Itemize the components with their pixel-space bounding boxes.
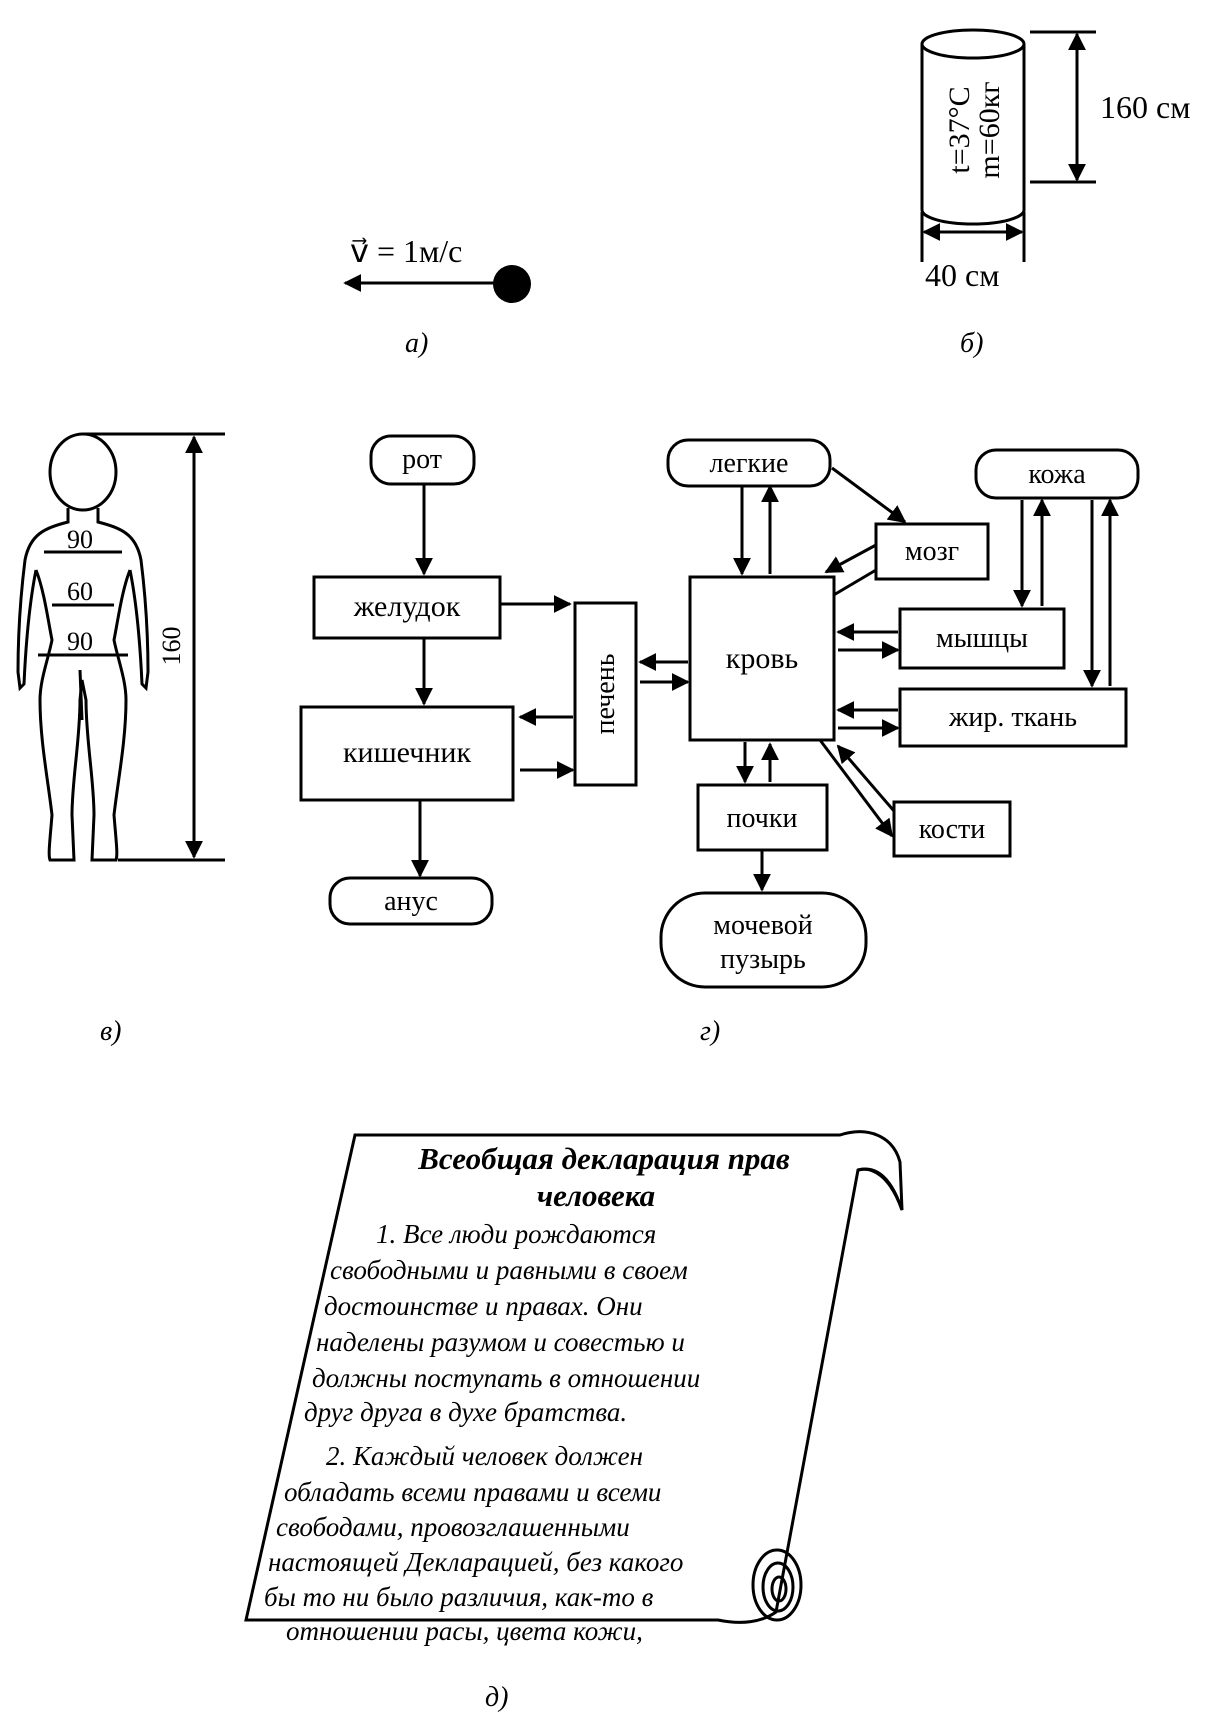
- declaration-line-11: бы то ни было различия, как-то в: [264, 1582, 654, 1612]
- node-bones-label: кости: [919, 814, 986, 845]
- node-skin: [974, 448, 1140, 500]
- panel-g: рот желудок кишечник анус печень кровь л…: [299, 434, 1140, 1047]
- declaration-line-3: достоинстве и правах. Они: [324, 1291, 643, 1321]
- node-liver-label: печень: [590, 654, 621, 735]
- node-mouth: [369, 434, 476, 486]
- node-fat-label: жир. ткань: [948, 702, 1077, 733]
- declaration-title-1: Всеобщая декларация прав: [417, 1141, 790, 1176]
- width-label: 40 см: [925, 257, 999, 293]
- node-anus-label: анус: [384, 886, 438, 917]
- node-bladder-label-2: пузырь: [720, 944, 806, 975]
- node-stomach-label: желудок: [353, 590, 461, 623]
- node-intestine-label: кишечник: [343, 736, 471, 769]
- node-intestine: [299, 705, 515, 802]
- panel-a: v⃗ = 1м/с а): [343, 233, 531, 359]
- declaration-line-4: наделены разумом и совестью и: [316, 1327, 685, 1357]
- declaration-line-1: 1. Все люди рождаются: [376, 1219, 656, 1249]
- node-kidneys-label: почки: [727, 803, 798, 834]
- cylinder-top: [920, 28, 1026, 60]
- woman-silhouette: [16, 432, 150, 862]
- declaration-line-2: свободными и равными в своем: [330, 1255, 688, 1285]
- node-fat: [898, 687, 1128, 748]
- node-brain-label: мозг: [905, 536, 959, 567]
- node-bones: [892, 800, 1012, 858]
- arrow-blood-brain: [831, 568, 877, 598]
- ball: [493, 265, 531, 303]
- caption-v: в): [100, 1016, 121, 1047]
- arrow-brain-blood: [824, 543, 877, 574]
- mass-label: m=60кг: [973, 81, 1006, 178]
- declaration-line-12: отношении расы, цвета кожи,: [286, 1616, 643, 1646]
- caption-d: д): [485, 1682, 509, 1713]
- node-stomach: [312, 575, 502, 640]
- node-blood: [688, 575, 836, 742]
- declaration-line-10: настоящей Декларацией, без какого: [268, 1547, 683, 1577]
- arrow-lungs-brain: [831, 466, 907, 524]
- node-lungs: [666, 438, 832, 488]
- node-bladder-label-1: мочевой: [713, 910, 813, 941]
- node-brain: [874, 522, 990, 581]
- hips-value: 90: [67, 627, 93, 656]
- arrow-bones-blood: [836, 744, 902, 819]
- bust-value: 90: [67, 525, 93, 554]
- declaration-line-6: друг друга в духе братства.: [304, 1397, 627, 1427]
- declaration-line-5: должны поступать в отношении: [312, 1363, 700, 1393]
- panel-d: Всеобщая декларация прав человека 1. Все…: [244, 1130, 904, 1713]
- node-liver: [573, 601, 638, 787]
- panel-v: 90 60 90 160 в): [16, 432, 225, 1047]
- node-blood-label: кровь: [726, 642, 798, 675]
- scroll-bottom-roll: [751, 1548, 803, 1622]
- declaration-line-8: обладать всеми правами и всеми: [284, 1477, 661, 1507]
- velocity-formula: v⃗ = 1м/с: [350, 233, 462, 269]
- declaration-title-2: человека: [537, 1178, 655, 1213]
- caption-b: б): [960, 328, 983, 359]
- node-lungs-label: легкие: [710, 448, 789, 479]
- caption-g: г): [700, 1016, 720, 1047]
- arrow-blood-bones: [818, 739, 894, 838]
- node-skin-label: кожа: [1028, 459, 1086, 490]
- panel-b: t=37°C m=60кг 160 см 40 см б): [920, 28, 1190, 359]
- node-bladder: [659, 891, 868, 989]
- height-value: 160: [157, 627, 186, 666]
- node-kidneys: [696, 783, 829, 852]
- waist-value: 60: [67, 577, 93, 606]
- declaration-line-9: свободами, провозглашенными: [276, 1512, 630, 1542]
- node-muscles-label: мышцы: [936, 623, 1028, 654]
- declaration-line-7: 2. Каждый человек должен: [326, 1441, 643, 1471]
- scroll-top-curl: [857, 1167, 904, 1211]
- temperature-label: t=37°C: [943, 86, 976, 173]
- node-anus: [328, 876, 494, 926]
- node-mouth-label: рот: [402, 444, 442, 475]
- caption-a: а): [405, 328, 428, 359]
- node-muscles: [898, 607, 1066, 670]
- height-label: 160 см: [1100, 89, 1190, 125]
